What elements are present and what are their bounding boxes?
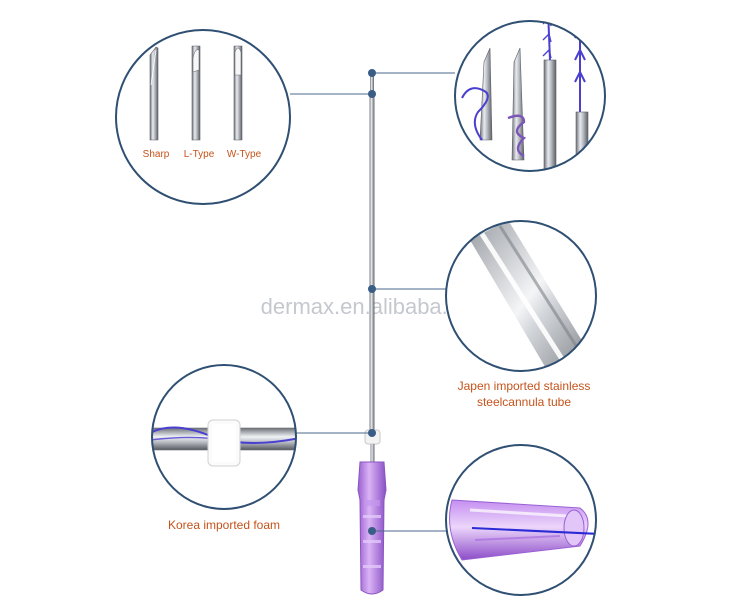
sharp-tip-needle [149, 46, 159, 141]
tip-type-label-sharp: Sharp [143, 149, 170, 160]
l-type-tip-needle [191, 45, 201, 141]
w-type-tip-needle [233, 45, 243, 141]
leader-lines [290, 72, 455, 532]
foam-label: Korea imported foam [168, 518, 280, 532]
leader-dots [368, 69, 376, 535]
tip-type-label-w-type: W-Type [227, 149, 262, 160]
steel-tube-label-line1: Japen imported stainless [458, 379, 591, 393]
cannula-illustration [357, 70, 387, 595]
steel-tube-callout [445, 220, 597, 372]
thread-tips-callout [454, 20, 606, 172]
tip-types-callout: Sharp L-Type W-Type [115, 29, 291, 205]
steel-tube-label-line2: steelcannula tube [477, 395, 571, 409]
hub-callout [445, 444, 597, 596]
tip-type-label-l-type: L-Type [184, 149, 215, 160]
foam-callout [151, 364, 297, 510]
